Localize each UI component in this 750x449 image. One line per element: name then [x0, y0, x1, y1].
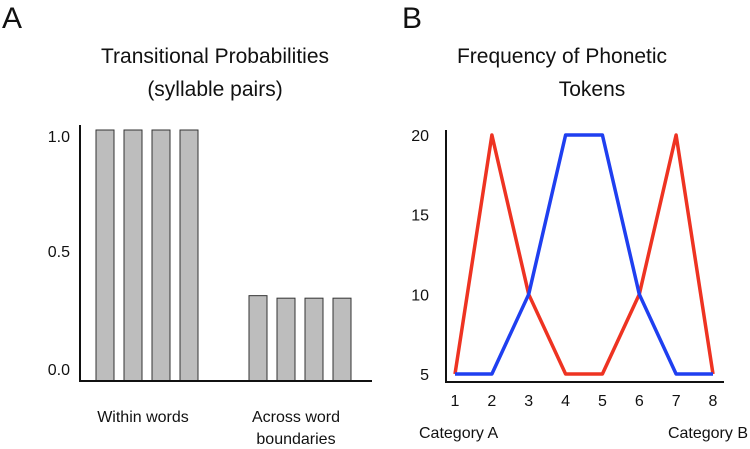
- chart-a-group-label: boundaries: [256, 431, 335, 448]
- chart-b-series: [453, 133, 715, 376]
- chart-a-bar: [304, 297, 324, 382]
- chart-a: Transitional Probabilities (syllable pai…: [48, 45, 372, 448]
- chart-b-x-tick: 4: [561, 393, 570, 410]
- chart-b-subtitle: Tokens: [559, 78, 626, 101]
- chart-a-bar: [123, 129, 143, 382]
- chart-b-x-tick: 2: [487, 393, 496, 410]
- chart-b-blue-series-line: [455, 133, 713, 376]
- chart-b: Frequency of Phonetic Tokens 20 15 10 5 1 2 3…: [411, 45, 748, 442]
- chart-a-y-tick: 0.5: [48, 244, 70, 261]
- chart-a-bar: [248, 295, 268, 382]
- chart-a-y-tick: 1.0: [48, 129, 70, 146]
- chart-b-y-tick: 10: [411, 287, 429, 304]
- category-b-label: Category B: [668, 425, 748, 442]
- chart-b-y-tick-labels: 20 15 10 5: [411, 128, 429, 384]
- chart-b-x-tick: 5: [598, 393, 607, 410]
- chart-b-y-tick: 5: [420, 367, 429, 384]
- chart-b-x-tick: 6: [635, 393, 644, 410]
- chart-a-group-label: Across word: [252, 409, 340, 426]
- chart-a-bar: [151, 129, 171, 382]
- chart-a-y-tick: 0.0: [48, 362, 70, 379]
- chart-b-title: Frequency of Phonetic: [457, 45, 667, 68]
- chart-b-x-tick: 3: [524, 393, 533, 410]
- chart-a-bar: [95, 129, 115, 382]
- chart-b-x-tick-labels: 1 2 3 4 5 6 7 8: [451, 393, 718, 410]
- chart-a-bar: [179, 129, 199, 382]
- chart-b-x-tick: 1: [451, 393, 460, 410]
- chart-a-bars: [95, 129, 352, 382]
- chart-a-y-tick-labels: 1.0 0.5 0.0: [48, 129, 70, 379]
- chart-a-group-label: Within words: [97, 409, 189, 426]
- chart-b-red-series-line: [453, 133, 715, 376]
- chart-a-subtitle: (syllable pairs): [147, 78, 282, 101]
- chart-a-title: Transitional Probabilities: [101, 45, 329, 68]
- panel-a-letter: A: [2, 2, 23, 35]
- chart-b-y-tick: 15: [411, 208, 429, 225]
- chart-b-x-tick: 8: [709, 393, 718, 410]
- chart-b-y-tick: 20: [411, 128, 429, 145]
- panel-b-letter: B: [402, 2, 423, 35]
- chart-a-bar: [332, 297, 352, 382]
- chart-a-bar: [276, 297, 296, 382]
- chart-a-group-labels: Within words Across word boundaries: [97, 409, 340, 448]
- chart-b-x-tick: 7: [672, 393, 681, 410]
- category-a-label: Category A: [419, 425, 498, 442]
